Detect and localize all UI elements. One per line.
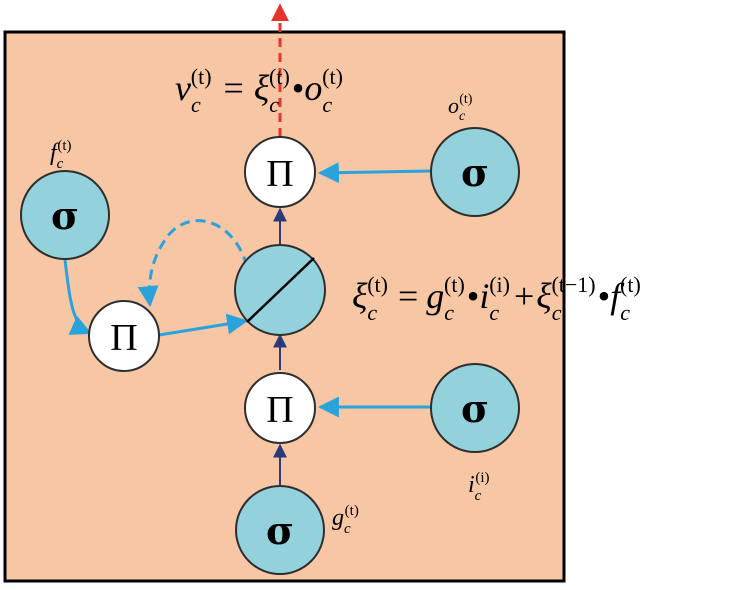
pi-label: Π	[266, 153, 293, 195]
sigma-label: σ	[51, 193, 79, 238]
cell-equation: ξc(t)=gc(t)•ic(i)+ξc(t−1)•fc(t)	[352, 272, 641, 325]
cell-input-arrow	[158, 313, 249, 337]
input-gate-label: ic(i)	[468, 470, 490, 504]
pi-label: Π	[266, 389, 293, 431]
output-gate-arrow	[317, 162, 432, 184]
forget-gate-arrow	[63, 259, 92, 335]
sigma-label: σ	[266, 508, 294, 553]
forget-gate-label: fc(t)	[50, 138, 72, 172]
pi-label: Π	[110, 317, 137, 359]
input-gate-node: σ	[430, 363, 520, 453]
input-mult-node: Π	[244, 372, 316, 444]
sigma-label: σ	[461, 150, 489, 195]
sigma-label: σ	[461, 386, 489, 431]
cell-state-node	[234, 244, 326, 336]
output-gate-label: oc(t)	[448, 92, 473, 124]
output-equation: vc(t)=ξc(t)•oc(t)	[175, 64, 343, 117]
forget-gate-node: σ	[20, 170, 110, 260]
output-gate-node: σ	[430, 127, 520, 217]
output-mult-node: Π	[244, 136, 316, 208]
input-node-label: gc(t)	[332, 503, 359, 537]
recurrent-arrow	[137, 219, 249, 308]
input-node: σ	[235, 485, 325, 575]
forget-mult-node: Π	[88, 300, 160, 372]
